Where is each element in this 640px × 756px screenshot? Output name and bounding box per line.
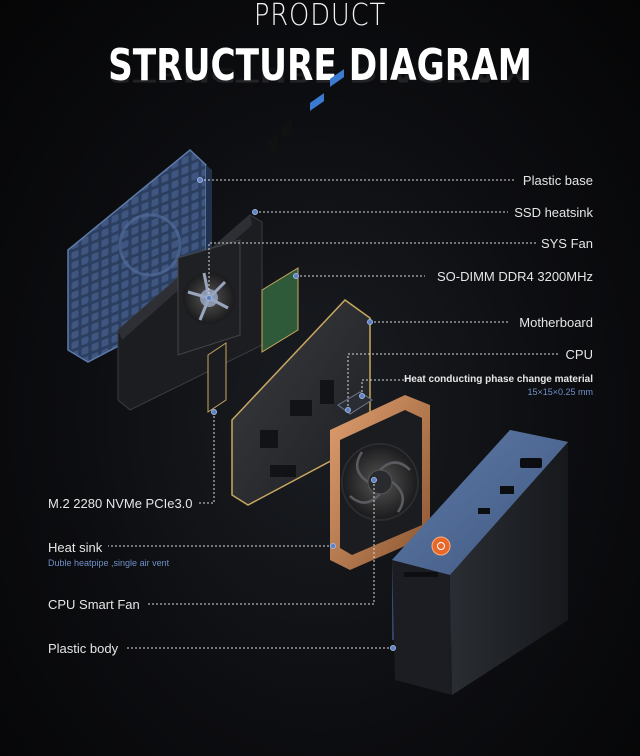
title-line-2: STRUCTURE DIAGRAM bbox=[108, 40, 532, 91]
label-ssd-heatsink: SSD heatsink bbox=[514, 205, 593, 220]
label-heat-material: Heat conducting phase change material bbox=[404, 374, 593, 385]
leader-m2 bbox=[197, 412, 215, 504]
label-motherboard: Motherboard bbox=[519, 315, 593, 330]
label-heat-sink-sub: Duble heatpipe ,single air vent bbox=[48, 558, 170, 568]
cpu-fan-part bbox=[341, 443, 419, 521]
leader-sys-fan bbox=[208, 242, 537, 298]
plastic-body-part bbox=[392, 430, 568, 695]
leader-heat-material bbox=[361, 379, 407, 396]
m2-ssd-part bbox=[207, 342, 227, 413]
label-heat-material-size: 15×15×0.25 mm bbox=[527, 387, 593, 397]
label-cpu-fan: CPU Smart Fan bbox=[48, 597, 140, 612]
label-sys-fan: SYS Fan bbox=[540, 236, 593, 251]
sodimm-part bbox=[261, 119, 299, 353]
leader-cpu-fan bbox=[148, 480, 375, 605]
label-heat-sink: Heat sink bbox=[48, 540, 103, 555]
label-m2: M.2 2280 NVMe PCIe3.0 bbox=[48, 496, 193, 511]
title-line-1: PRODUCT bbox=[253, 0, 387, 33]
label-plastic-body: Plastic body bbox=[48, 641, 119, 656]
label-cpu: CPU bbox=[565, 347, 593, 362]
leader-cpu bbox=[347, 353, 560, 410]
label-plastic-base: Plastic base bbox=[522, 173, 593, 188]
label-sodimm: SO-DIMM DDR4 3200MHz bbox=[436, 269, 593, 284]
